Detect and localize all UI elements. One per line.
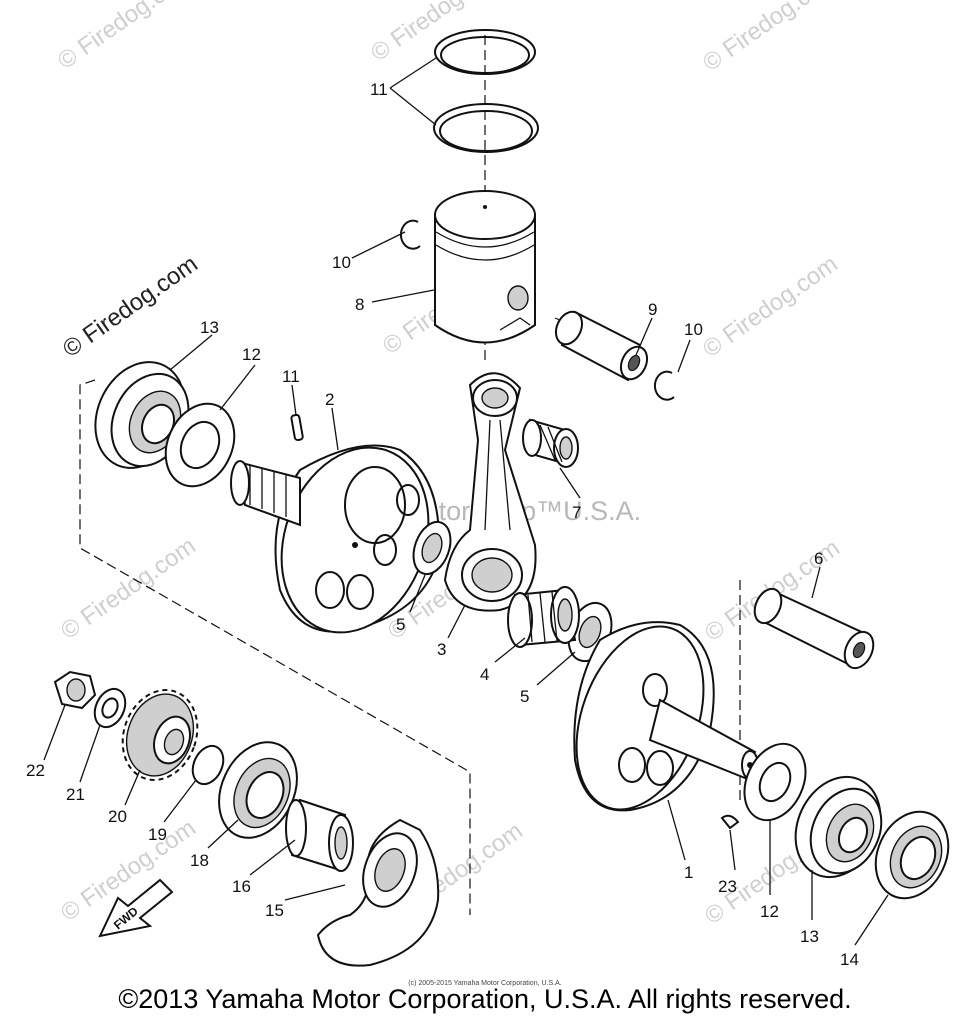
crank-shaft-right (648, 698, 759, 780)
washer-left (164, 402, 236, 488)
woodruff-key-top (290, 413, 304, 442)
fwd-arrow-badge: FWD (98, 878, 174, 938)
watermark-site: © Firedog.com (366, 0, 511, 67)
lock-washer (93, 687, 127, 729)
label-11: 11 (370, 80, 388, 99)
label-20: 20 (108, 807, 127, 826)
crank-plate (316, 818, 440, 967)
label-16: 16 (232, 877, 251, 896)
primary-drive-gear (121, 689, 199, 781)
label-12: 12 (242, 345, 261, 364)
label-10: 10 (684, 320, 703, 339)
connecting-rod (443, 372, 537, 612)
small-end-bearing (522, 418, 579, 468)
label-23: 23 (718, 877, 737, 896)
washer-right (743, 742, 807, 822)
watermark-site: © Firedog.com (53, 0, 198, 75)
small-copyright: (c) 2005-2015 Yamaha Motor Corporation, … (408, 980, 561, 987)
label-21: 21 (66, 785, 85, 804)
label-15: 15 (265, 901, 284, 920)
label-22: 22 (26, 761, 45, 780)
label-6: 6 (814, 549, 823, 568)
part-labels: 11 10 8 9 10 13 12 11 2 7 5 3 4 5 6 1 23… (26, 80, 859, 969)
label-8: 8 (355, 295, 364, 314)
oil-seal (874, 810, 950, 900)
watermark-site-dark: © Firedog.com (58, 250, 203, 363)
bearing-right (794, 775, 883, 879)
label-13: 13 (200, 318, 219, 337)
label-19: 19 (148, 825, 167, 844)
collar (285, 798, 354, 872)
label-7: 7 (572, 503, 581, 522)
label-18: 18 (190, 851, 209, 870)
label-12: 12 (760, 902, 779, 921)
big-end-bearing (507, 586, 580, 648)
thrust-washer-left (412, 520, 452, 576)
nut (53, 670, 97, 710)
crank-pin (753, 587, 875, 670)
footer-copyright: ©2013 Yamaha Motor Corporation, U.S.A. A… (118, 984, 852, 1014)
label-3: 3 (437, 640, 446, 659)
crank-shaft-left (230, 460, 301, 527)
watermark-site: © Firedog.com (698, 0, 843, 77)
crank-wheel-right (573, 621, 715, 812)
label-14: 14 (840, 950, 859, 969)
woodruff-key-bottom (720, 814, 740, 830)
label-5: 5 (396, 615, 405, 634)
watermark-site: © Firedog.com (56, 532, 201, 645)
circlips (399, 219, 675, 401)
piston-rings (433, 29, 539, 153)
crank-oil-seal-left (218, 741, 298, 839)
piston-pin (554, 310, 649, 382)
label-10: 10 (332, 253, 351, 272)
watermark-site: © Firedog.com (698, 250, 843, 363)
label-4: 4 (480, 665, 489, 684)
label-11: 11 (282, 367, 300, 386)
label-1: 1 (684, 863, 693, 882)
leader-lines (43, 57, 889, 946)
label-9: 9 (648, 300, 657, 319)
label-2: 2 (325, 390, 334, 409)
label-5: 5 (520, 687, 529, 706)
crank-wheel-left (274, 444, 440, 634)
piston (434, 190, 536, 344)
gear-circlip (191, 744, 225, 786)
label-13: 13 (800, 927, 819, 946)
